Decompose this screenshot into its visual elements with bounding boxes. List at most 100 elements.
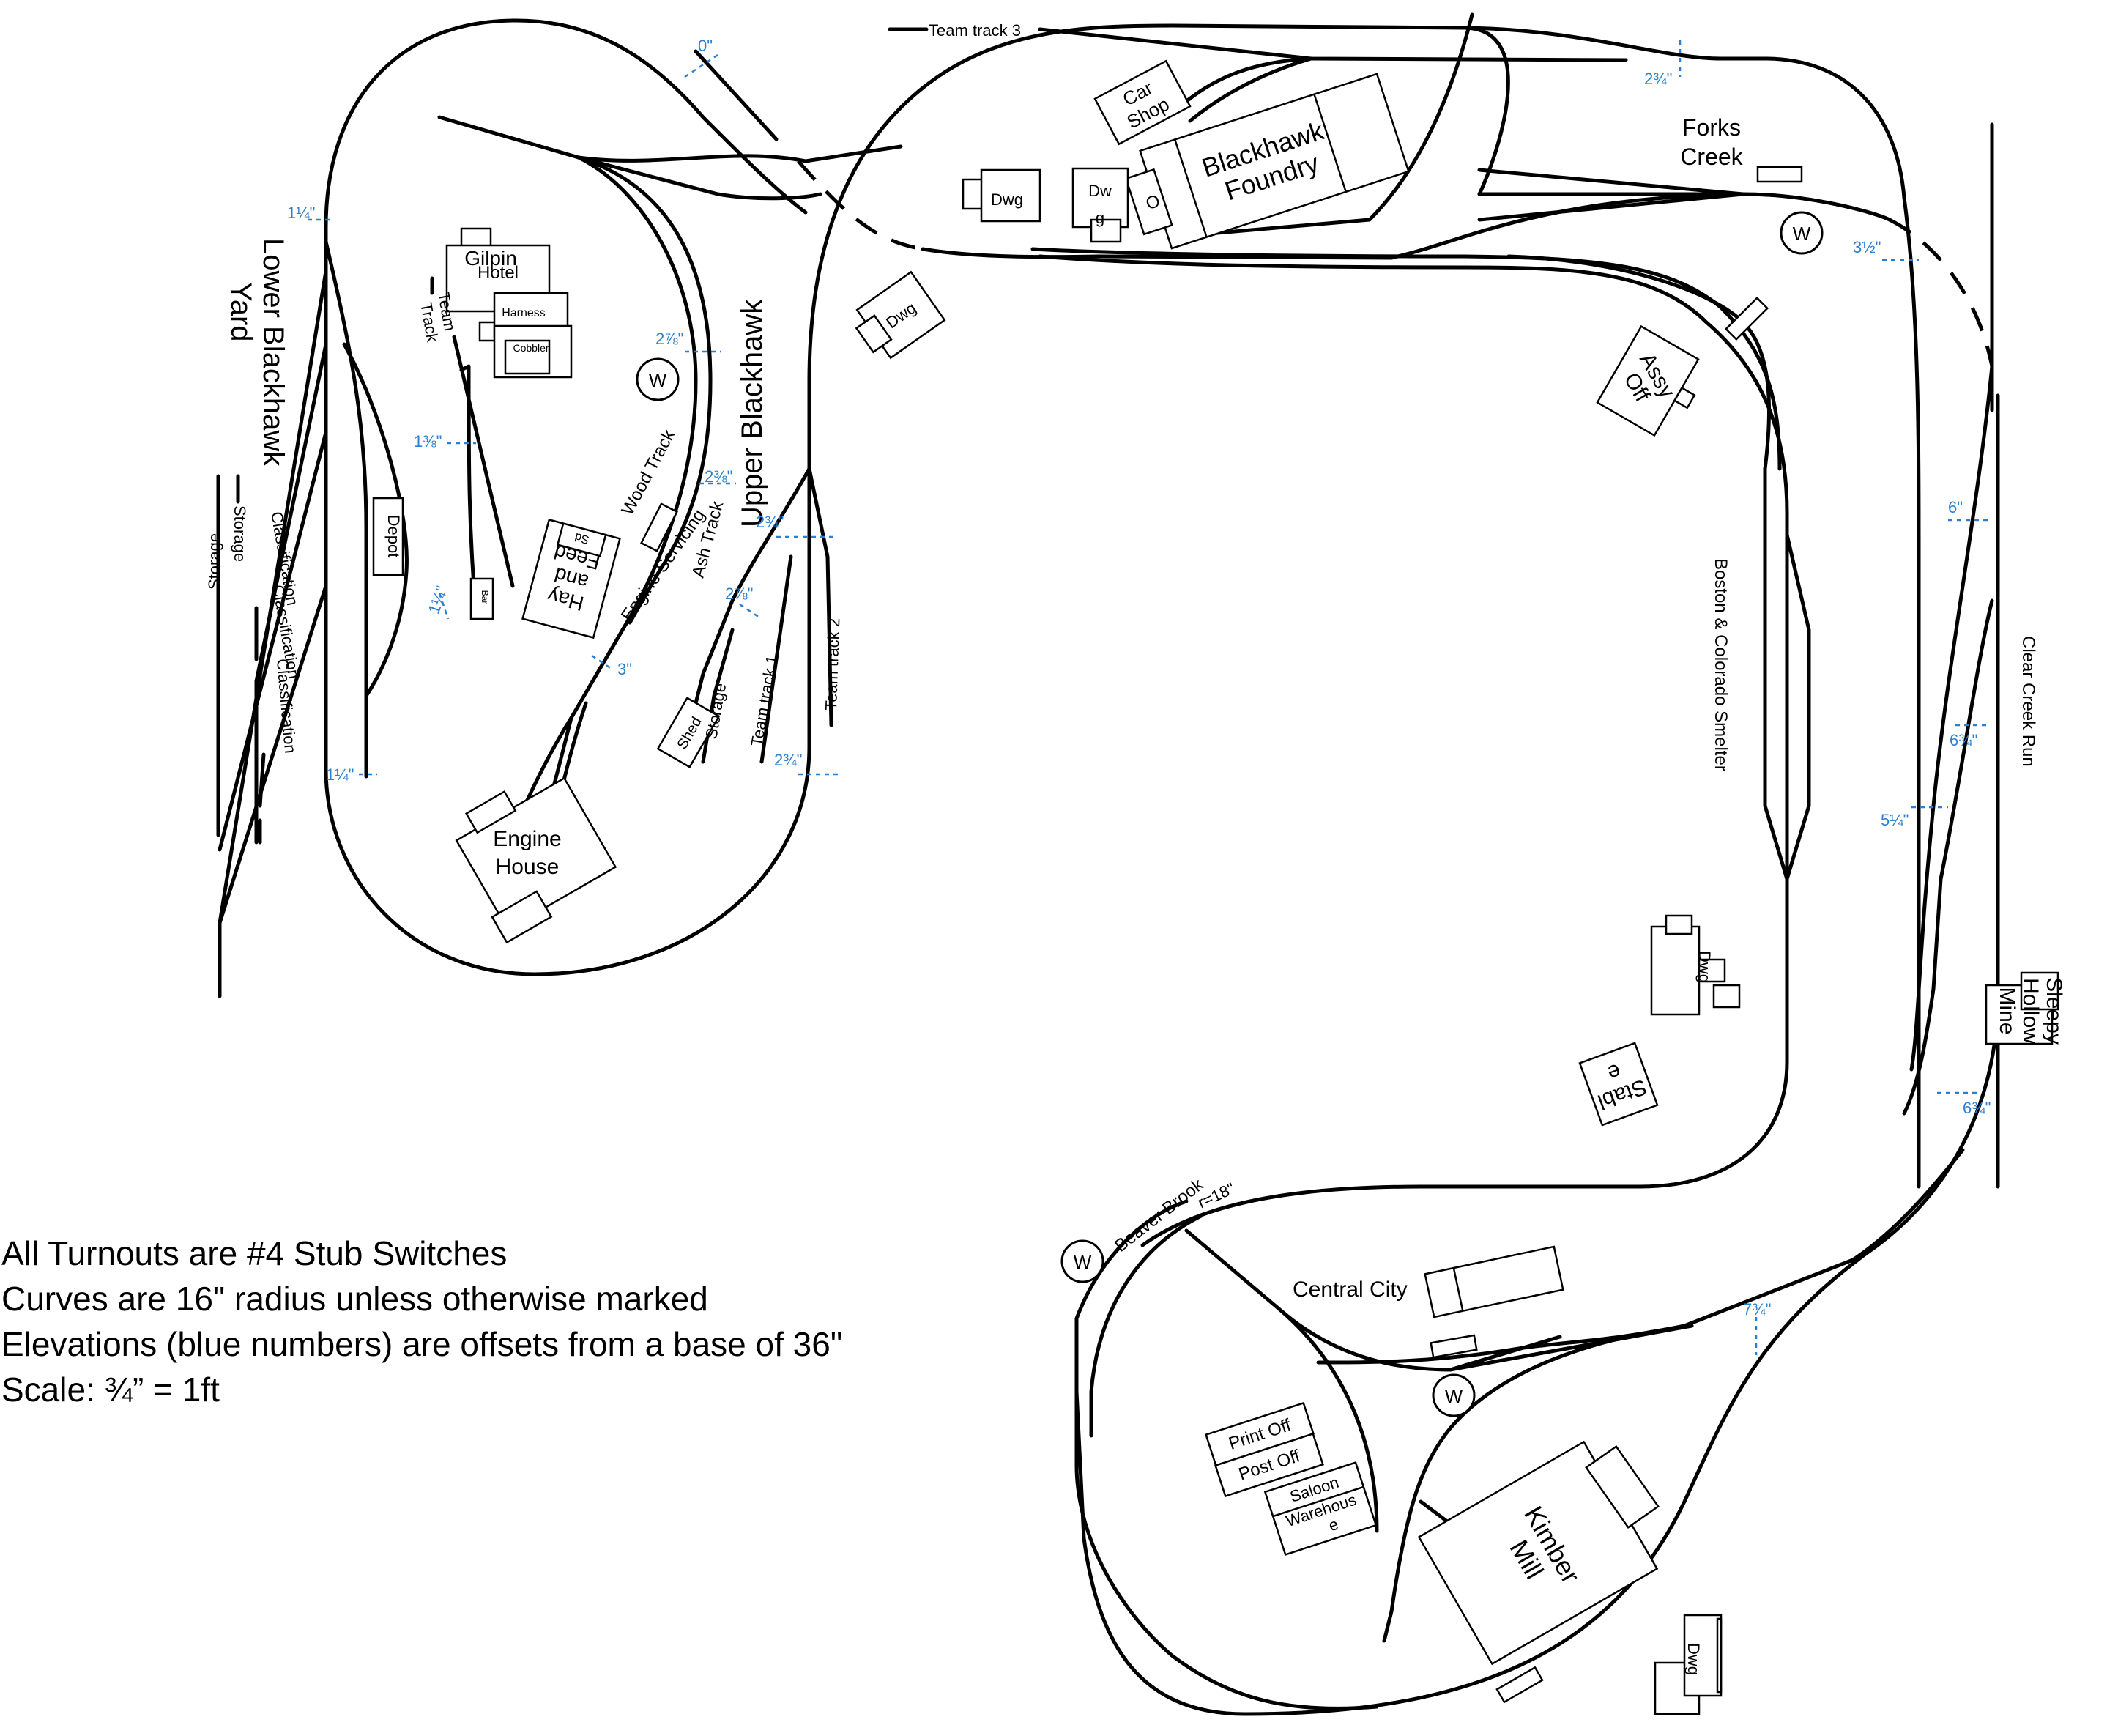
svg-text:HayandFeed: HayandFeed	[540, 540, 603, 616]
elevation-5-1-4: 5¼"	[1881, 811, 1909, 829]
foundry-lead-2	[1188, 56, 1313, 123]
clear-creek-run-label: Clear Creek Run	[2018, 636, 2038, 767]
storage-label-c: Storage	[702, 682, 729, 741]
ash-track-line	[576, 155, 713, 574]
note-scale: Scale: ¾” = 1ft	[1, 1370, 220, 1409]
storage-label-a: Storage	[231, 505, 249, 562]
lower-left-loop	[324, 467, 811, 976]
wood-track-label: Wood Track	[617, 426, 679, 519]
forks-creek-to-right	[1741, 192, 1892, 222]
mid-upper-track	[921, 192, 1745, 260]
right-dashed-connection	[1888, 218, 1994, 367]
car-shop-building: CarShop	[1093, 59, 1192, 146]
cobbler-building: Cobbler	[493, 324, 573, 379]
elevation-6-3-4-a: 6¾"	[1950, 731, 1977, 749]
upper-ladder-2	[576, 144, 903, 163]
sleepy-hollow-mine-building: SleepyHollowMine	[1985, 971, 2066, 1045]
elevation-7-3-4: 7¾"	[1743, 1300, 1771, 1318]
svg-text:Dwg: Dwg	[1684, 1643, 1703, 1675]
right-descend-1	[1909, 364, 1994, 1072]
elevation-6: 6"	[1948, 498, 1963, 516]
team-track-2-line	[807, 467, 833, 727]
svg-text:Harness: Harness	[502, 307, 546, 319]
depot-building: Depot	[372, 497, 404, 576]
water-tower-3: W	[1060, 1239, 1104, 1283]
yard-ladder-2	[218, 430, 328, 852]
note-curves: Curves are 16" radius unless otherwise m…	[1, 1280, 708, 1318]
storage-right	[701, 628, 735, 764]
smelter-label: Boston & Colorado Smelter	[1711, 558, 1731, 771]
elevation-2-3-8: 2⅜"	[705, 467, 732, 486]
elevation-2-3-4-top: 2¾"	[1644, 70, 1672, 88]
blackhawk-foundry-label: BlackhawkFoundry	[1198, 115, 1337, 211]
small-shed	[1724, 296, 1769, 341]
upper-diagonal	[694, 49, 779, 141]
elevation-3: 3"	[617, 660, 632, 678]
elevation-markers: 0" 2¾" 1¼" 3½" 2⅞" 1⅜" 2⅜" 2¾" 2⅞" 1¼" 3…	[287, 37, 1992, 1355]
water-tower-2: W	[1780, 211, 1824, 255]
team-track-2-label: Team track 2	[822, 617, 843, 711]
water-tower-4: W	[1432, 1373, 1476, 1417]
svg-text:g: g	[1096, 209, 1104, 227]
dwg-building-5: Dwg	[1654, 1614, 1723, 1715]
kimber-shed	[1585, 1444, 1660, 1529]
elevation-1-1-4-a: 1¼"	[287, 204, 315, 222]
svg-text:Hotel: Hotel	[478, 263, 519, 283]
note-turnouts: All Turnouts are #4 Stub Switches	[1, 1234, 508, 1272]
legend-notes: All Turnouts are #4 Stub Switches Curves…	[1, 1231, 842, 1412]
main-right-down	[1902, 196, 1921, 1189]
right-lower-curve-2	[1316, 1148, 1965, 1365]
team-track-left	[430, 276, 515, 588]
right-descend-2	[1902, 598, 1994, 1116]
beaver-brook-loop-inner	[1089, 1214, 1203, 1438]
svg-text:Dwg: Dwg	[1695, 951, 1714, 983]
dwg-building-3: Dwg	[855, 270, 946, 360]
right-lower-curve	[1074, 877, 2000, 1716]
elevation-2-3-4-low: 2¾"	[774, 751, 802, 769]
central-city-building	[1424, 1245, 1564, 1318]
svg-text:SleepyHollowMine: SleepyHollowMine	[1995, 977, 2066, 1045]
buildings: CarShop O BlackhawkFoundry Dwg Dw g Dwg	[372, 59, 2066, 1715]
water-tower-1: W	[636, 357, 680, 401]
dwg-building-2: Dw g	[1071, 167, 1129, 243]
elevation-1-1-4-b: 1¼"	[424, 584, 451, 617]
smelter-siding-2	[1763, 467, 1789, 881]
svg-text:Sd: Sd	[573, 530, 590, 546]
yard-class-2	[258, 752, 266, 808]
team-track-label: TeamTrack	[415, 291, 461, 344]
blackhawk-foundry-building: O BlackhawkFoundry	[1124, 73, 1410, 250]
foundry-track	[1199, 12, 1474, 237]
forks-creek-main	[1463, 26, 1510, 196]
elevation-2-3-4-mid: 2¾"	[756, 513, 784, 531]
central-city-label: Central City	[1293, 1277, 1408, 1302]
smelter-siding	[1785, 533, 1811, 881]
svg-text:Gilpin: Gilpin	[464, 247, 517, 270]
elevation-3-1-2: 3½"	[1853, 238, 1881, 256]
storage-label-b: Storage	[205, 533, 223, 590]
dwg-building-4: Dwg	[1650, 914, 1741, 1016]
kimber-small-shed	[1495, 1666, 1544, 1704]
central-city-ladder	[1448, 1335, 1562, 1372]
svg-text:W: W	[1793, 223, 1811, 245]
upper-ladder	[437, 115, 822, 201]
svg-text:Dwg: Dwg	[991, 190, 1023, 209]
dwg-building-1: Dwg	[962, 168, 1041, 223]
note-elevations: Elevations (blue numbers) are offsets fr…	[1, 1325, 843, 1363]
svg-text:Depot: Depot	[384, 515, 403, 558]
svg-text:W: W	[1074, 1251, 1092, 1273]
track-lines	[216, 12, 2000, 1716]
kimber-mill-track	[1382, 1324, 1694, 1643]
upper-blackhawk-label: Upper Blackhawk	[736, 299, 768, 527]
smelter-loop-outer	[1038, 254, 1789, 1247]
depot-track-2	[342, 342, 409, 698]
elevation-1-1-4-c: 1¼"	[326, 765, 354, 784]
forks-creek-spurs	[1477, 168, 1745, 222]
wood-shed	[640, 502, 678, 552]
yard-ladder-1	[254, 342, 328, 845]
elevation-1-3-8: 1⅜"	[414, 432, 442, 450]
team-track-1-line	[759, 554, 793, 764]
